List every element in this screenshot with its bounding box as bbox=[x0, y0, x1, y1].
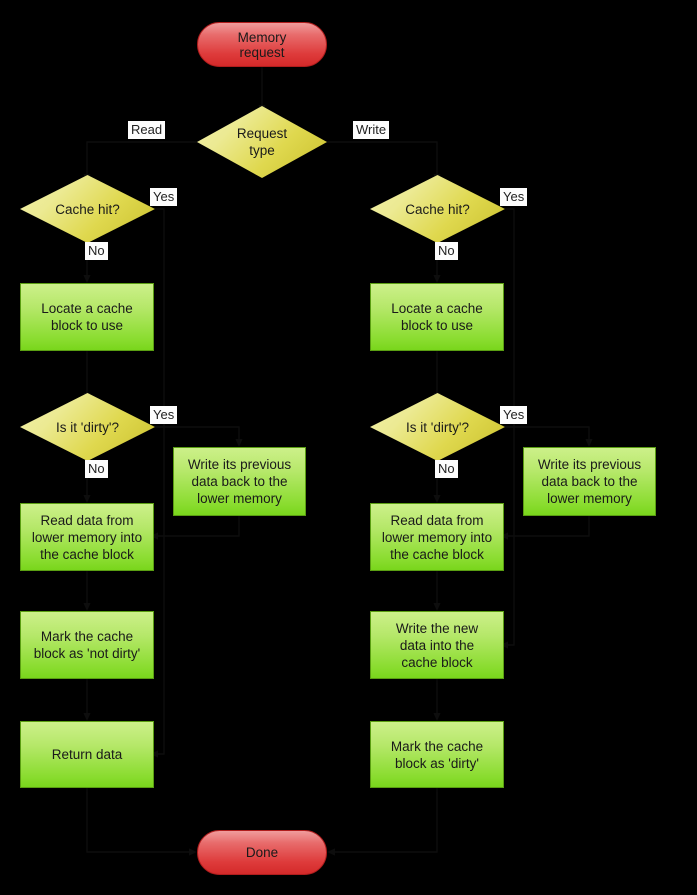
edge-label-read-hit-no: No bbox=[85, 242, 108, 260]
node-write-mark-dirty-line2: block as 'dirty' bbox=[395, 755, 479, 771]
node-process-write-mark-dirty[interactable]: Mark the cache block as 'dirty' bbox=[370, 721, 504, 788]
node-read-locate-line2: block to use bbox=[50, 318, 124, 333]
node-process-write-store-data[interactable]: Write the new data into the cache block bbox=[370, 611, 504, 679]
node-read-dirty-label: Is it 'dirty'? bbox=[56, 419, 119, 435]
node-write-store-line1: Write the new bbox=[395, 620, 479, 636]
edge-label-read-dirty-yes: Yes bbox=[150, 406, 178, 424]
node-start-line2: request bbox=[239, 44, 285, 60]
node-read-locate-line1: Locate a cache bbox=[41, 301, 133, 316]
node-process-read-mark-not-dirty[interactable]: Mark the cache block as 'not dirty' bbox=[20, 611, 154, 679]
node-process-write-locate-block[interactable]: Locate a cache block to use bbox=[370, 283, 504, 351]
node-write-dirty-label: Is it 'dirty'? bbox=[406, 419, 469, 435]
node-done-label: Done bbox=[245, 845, 279, 860]
node-decision-read-cache-hit[interactable]: Cache hit? bbox=[20, 175, 155, 243]
node-request-type-line2: type bbox=[249, 143, 275, 158]
node-write-fill-line2: lower memory into bbox=[381, 529, 493, 545]
node-read-fill-line3: the cache block bbox=[40, 546, 134, 562]
node-write-fill-line1: Read data from bbox=[390, 512, 484, 528]
node-process-read-locate-block[interactable]: Locate a cache block to use bbox=[20, 283, 154, 351]
node-start-memory-request[interactable]: Memory request bbox=[197, 22, 327, 67]
node-process-read-fill-cache[interactable]: Read data from lower memory into the cac… bbox=[20, 503, 154, 571]
node-read-cache-hit-label: Cache hit? bbox=[55, 201, 120, 217]
node-write-locate-line2: block to use bbox=[400, 318, 474, 333]
node-write-writeback-line2: data back to the bbox=[541, 474, 638, 489]
edge-label-write: Write bbox=[353, 121, 390, 139]
edge-label-read: Read bbox=[128, 121, 166, 139]
node-write-writeback-line1: Write its previous bbox=[537, 457, 642, 472]
node-write-store-line2: data into the bbox=[399, 637, 475, 653]
edge-label-write-hit-no: No bbox=[435, 242, 458, 260]
edge-label-read-hit-yes: Yes bbox=[150, 188, 178, 206]
edge-label-write-dirty-no: No bbox=[435, 460, 458, 478]
edge-label-read-dirty-no: No bbox=[85, 460, 108, 478]
node-read-writeback-line1: Write its previous bbox=[187, 457, 292, 472]
node-read-fill-line1: Read data from bbox=[40, 512, 134, 528]
node-write-cache-hit-label: Cache hit? bbox=[405, 201, 470, 217]
node-process-return-data[interactable]: Return data bbox=[20, 721, 154, 788]
edge-label-write-dirty-yes: Yes bbox=[500, 406, 528, 424]
node-read-writeback-line2: data back to the bbox=[191, 474, 288, 489]
node-decision-read-is-dirty[interactable]: Is it 'dirty'? bbox=[20, 393, 155, 461]
node-read-mark-clean-line1: Mark the cache bbox=[40, 629, 134, 644]
node-write-fill-line3: the cache block bbox=[390, 546, 484, 562]
node-write-store-line3: cache block bbox=[401, 654, 473, 670]
node-decision-write-is-dirty[interactable]: Is it 'dirty'? bbox=[370, 393, 505, 461]
node-decision-request-type[interactable]: Request type bbox=[197, 106, 327, 178]
node-request-type-line1: Request bbox=[236, 126, 288, 141]
edge-label-write-hit-yes: Yes bbox=[500, 188, 528, 206]
node-process-read-writeback[interactable]: Write its previous data back to the lowe… bbox=[173, 447, 306, 516]
node-read-fill-line2: lower memory into bbox=[31, 529, 143, 545]
node-decision-write-cache-hit[interactable]: Cache hit? bbox=[370, 175, 505, 243]
node-read-return-label: Return data bbox=[51, 747, 123, 762]
node-end-done[interactable]: Done bbox=[197, 830, 327, 875]
node-write-writeback-line3: lower memory bbox=[547, 491, 632, 506]
node-read-writeback-line3: lower memory bbox=[197, 491, 282, 506]
node-write-mark-dirty-line1: Mark the cache bbox=[390, 738, 484, 754]
node-write-locate-line1: Locate a cache bbox=[391, 301, 483, 316]
node-process-write-writeback[interactable]: Write its previous data back to the lowe… bbox=[523, 447, 656, 516]
node-process-write-fill-cache[interactable]: Read data from lower memory into the cac… bbox=[370, 503, 504, 571]
node-start-line1: Memory bbox=[237, 29, 287, 45]
node-read-mark-clean-line2: block as 'not dirty' bbox=[33, 646, 141, 661]
